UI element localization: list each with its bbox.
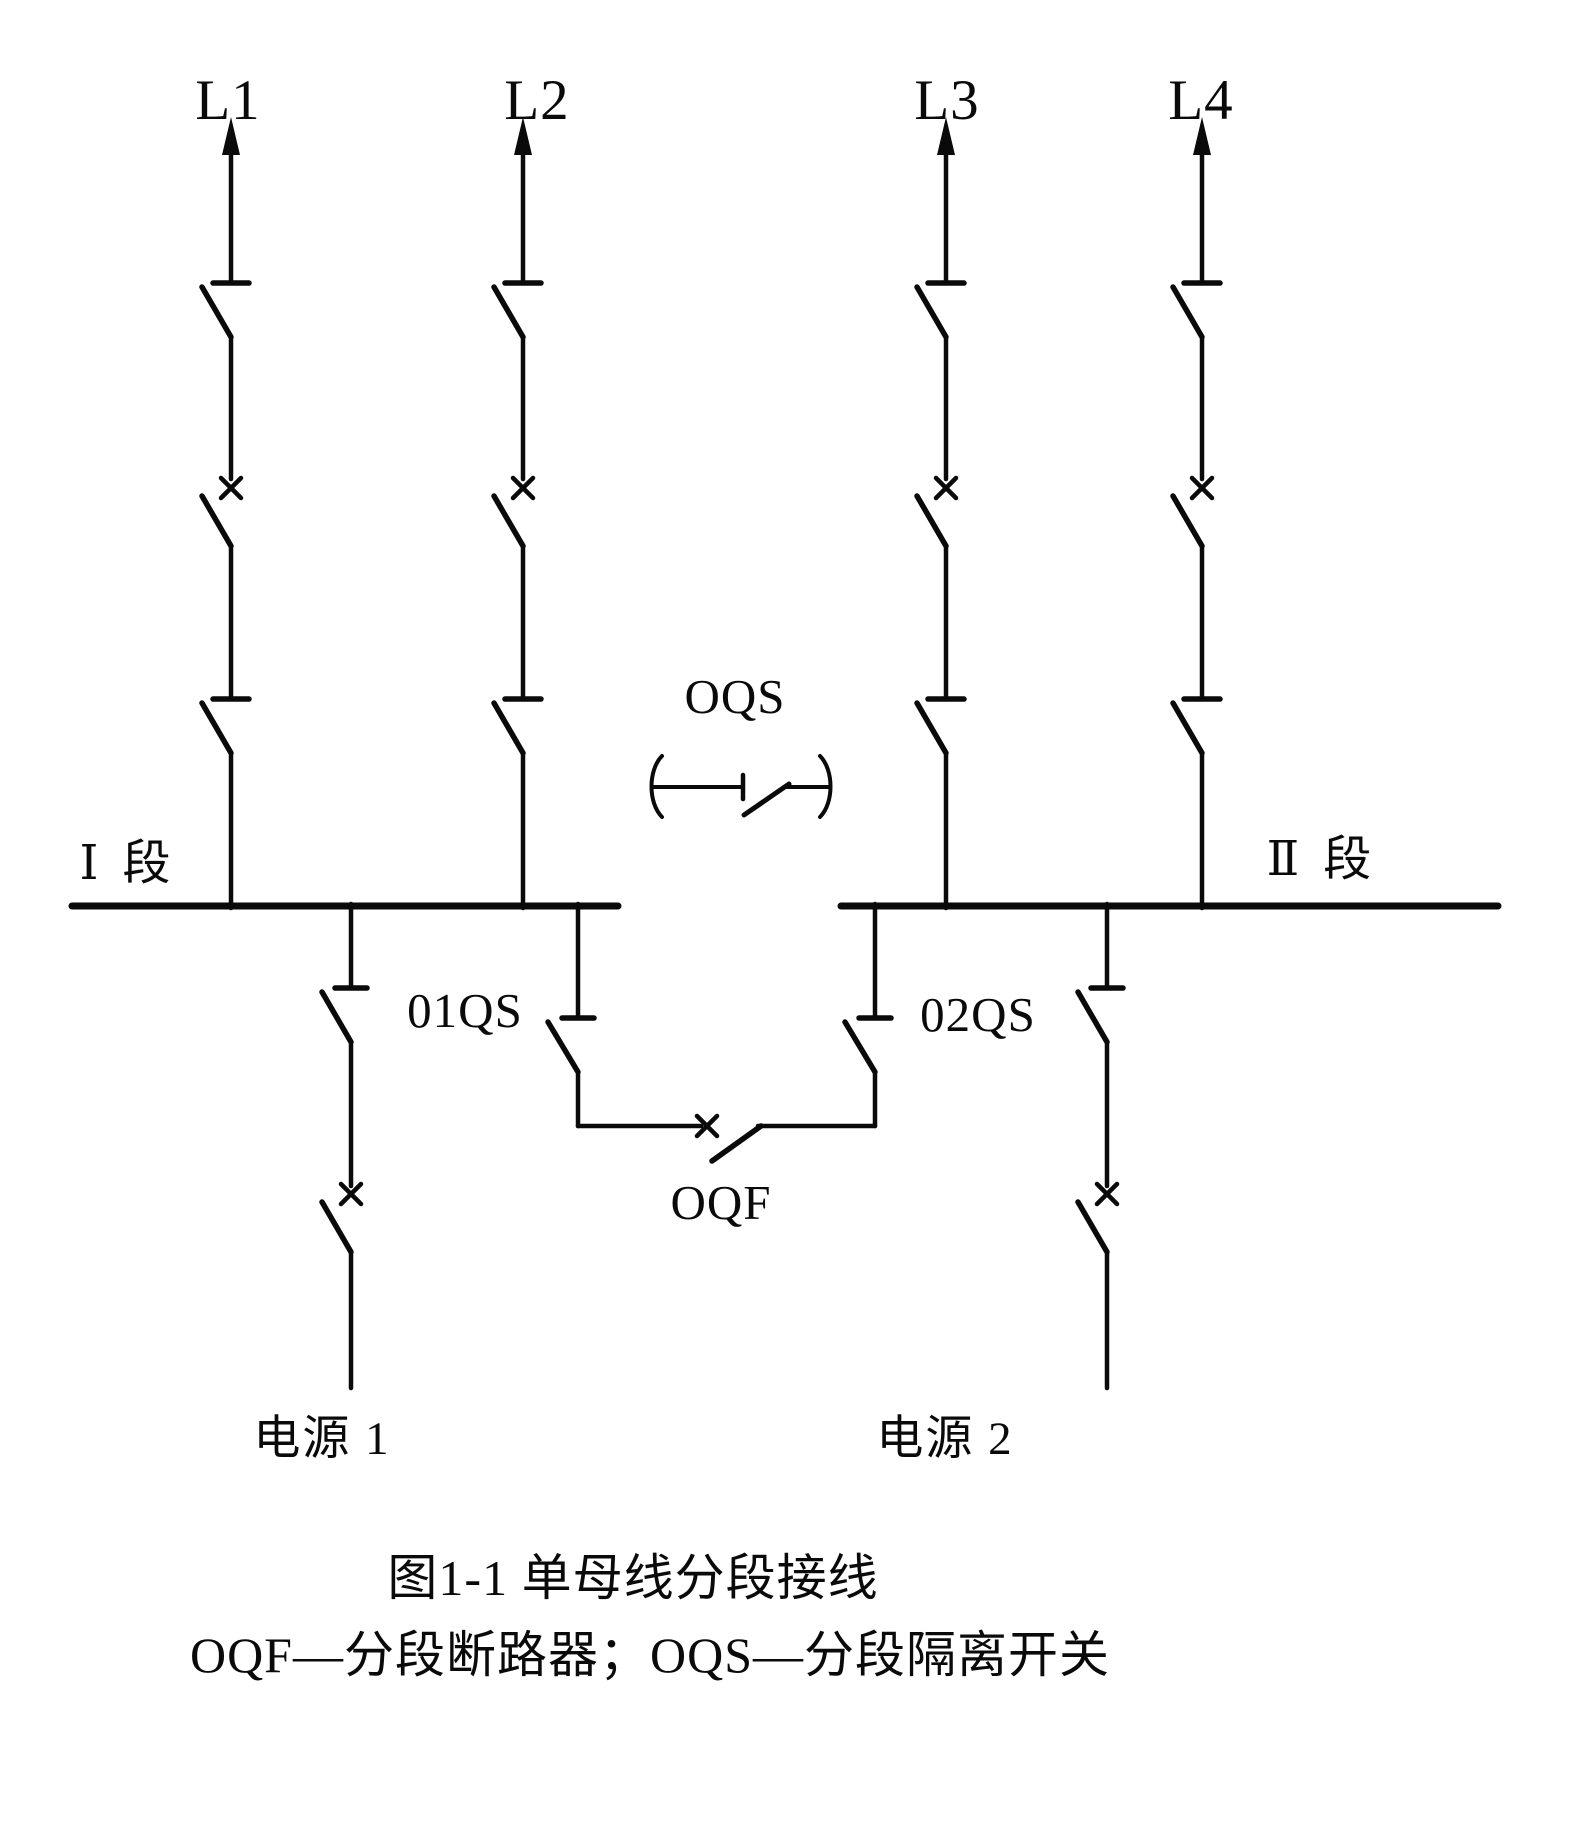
o2qs-label: 02QS [920, 987, 1036, 1042]
oqf-label: OQF [670, 1175, 772, 1230]
tie-link [545, 901, 894, 1164]
feeder-line-l1 [202, 117, 249, 908]
feeder-label-l4: L4 [1168, 69, 1234, 132]
source-1-branch [322, 904, 367, 1388]
bus-section1-label: Ⅰ 段 [79, 837, 177, 890]
feeder-label-l3: L3 [914, 69, 980, 132]
source-2-branch [1078, 904, 1123, 1388]
o1qs-label: 01QS [407, 983, 523, 1038]
bus-section2-label: Ⅱ 段 [1266, 833, 1378, 886]
oqs-label: OQS [684, 669, 786, 724]
source-2-label: 电源 2 [876, 1413, 1014, 1465]
feeder-line-l4 [1173, 117, 1220, 908]
figure-caption-title: 图1-1 单母线分段接线 [387, 1550, 879, 1606]
source-1-label: 电源 1 [253, 1413, 391, 1465]
figure-caption-legend: OQF—分段断路器；OQS—分段隔离开关 [189, 1627, 1111, 1683]
feeder-line-l2 [494, 117, 541, 908]
feeder-line-l3 [917, 117, 964, 908]
feeder-label-l2: L2 [504, 69, 570, 132]
oqs-symbol [649, 754, 833, 819]
feeder-label-l1: L1 [195, 69, 261, 132]
